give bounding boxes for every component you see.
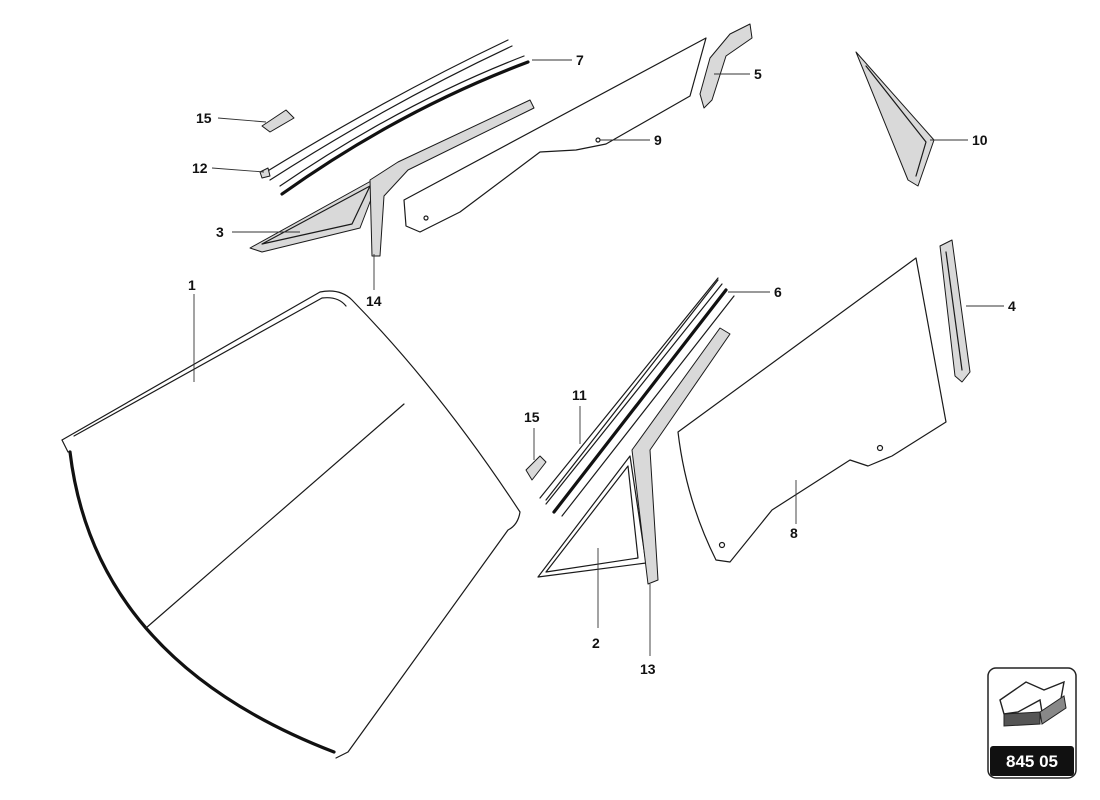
leader-12 <box>211 167 265 173</box>
car-body-icon <box>999 680 1067 727</box>
callout-7: 7 <box>576 52 584 68</box>
part-5-bracket <box>699 23 753 109</box>
callout-1: 1 <box>188 277 196 293</box>
callout-10: 10 <box>972 132 988 148</box>
part-11-belt-strip <box>539 277 723 505</box>
part-2-quarter-glass <box>537 455 647 578</box>
callout-14: 14 <box>366 293 382 309</box>
callout-9: 9 <box>654 132 662 148</box>
part-3-rear-quarter-glass <box>249 175 381 253</box>
part-6-seal-strip <box>545 279 735 517</box>
callout-3: 3 <box>216 224 224 240</box>
callout-15b: 15 <box>524 409 540 425</box>
callout-4: 4 <box>1008 298 1016 314</box>
part-14-channel <box>369 99 535 257</box>
callout-6: 6 <box>774 284 782 300</box>
callout-13: 13 <box>640 661 656 677</box>
section-badge: 845 05 <box>987 667 1077 779</box>
callout-5: 5 <box>754 66 762 82</box>
section-code: 845 05 <box>1006 752 1058 771</box>
part-8-door-glass <box>677 257 947 563</box>
part-12-upper-strip <box>259 39 513 181</box>
callout-11: 11 <box>572 387 587 403</box>
callout-2: 2 <box>592 635 600 651</box>
part-13-channel <box>631 327 731 585</box>
part-4-seal <box>939 239 971 383</box>
callout-12: 12 <box>192 160 208 176</box>
callout-15a: 15 <box>196 110 212 126</box>
part-15-clip-upper <box>261 109 295 133</box>
part-15-clip-lower <box>525 455 547 481</box>
part-7-seal-strip <box>279 55 530 196</box>
leader-15a <box>217 117 267 123</box>
callout-8: 8 <box>790 525 798 541</box>
part-1-windscreen <box>61 290 521 759</box>
part-10-vent-window <box>855 51 935 187</box>
